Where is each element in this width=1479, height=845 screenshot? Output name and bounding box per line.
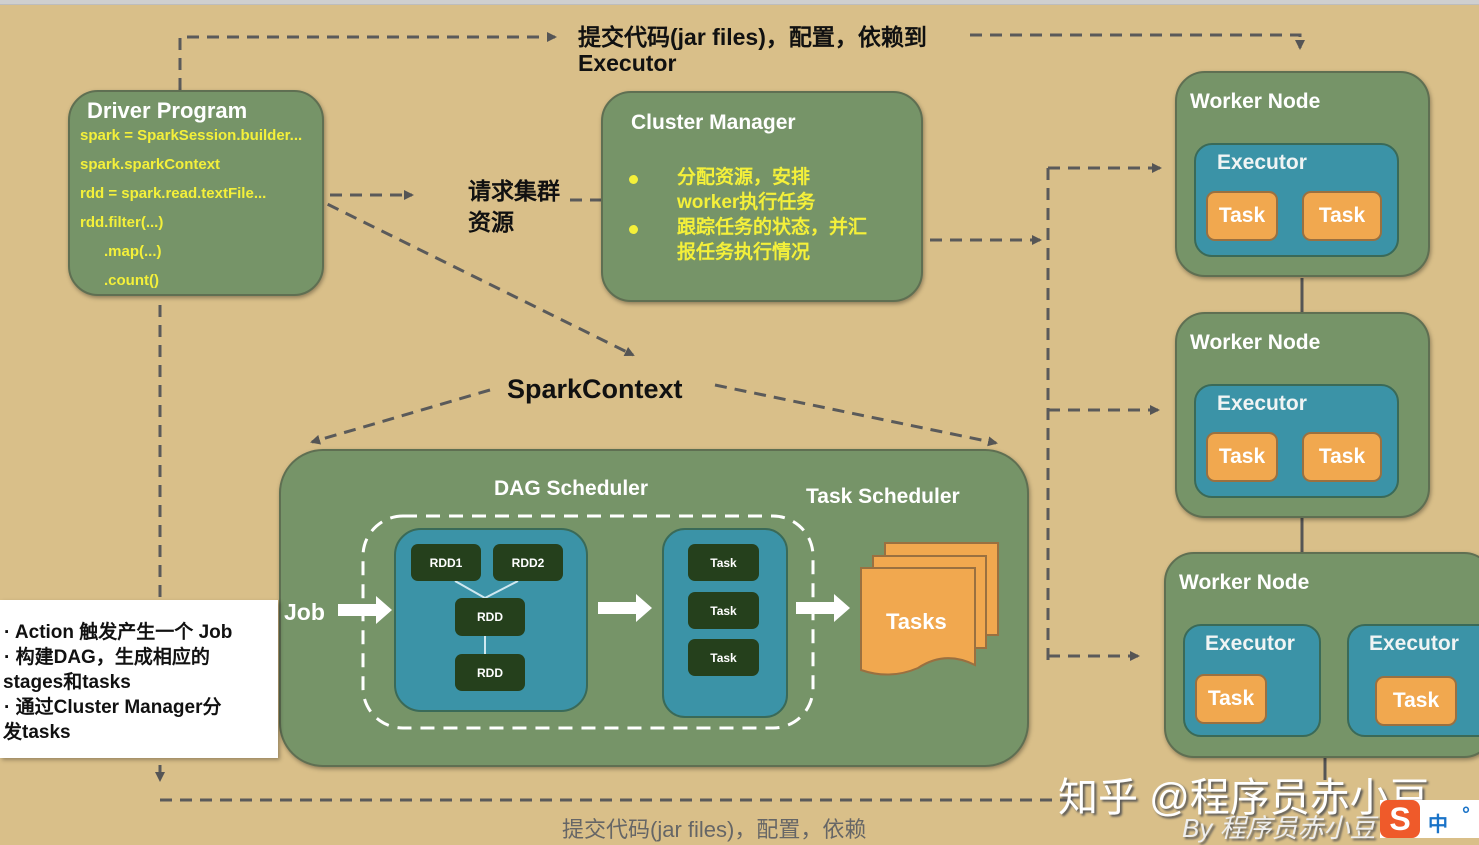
worker-node-title: Worker Node bbox=[1179, 571, 1310, 594]
note-line: · 构建DAG，生成相应的 bbox=[4, 647, 210, 668]
worker-node-3: Worker Node Executor Task Executor Task bbox=[1164, 552, 1479, 758]
task-box: Task bbox=[1195, 674, 1267, 724]
executor-title: Executor bbox=[1369, 632, 1459, 655]
task-box: Task bbox=[1375, 676, 1457, 726]
spark-context-label: SparkContext bbox=[507, 374, 683, 404]
worker-node-1: Worker Node Executor Task Task bbox=[1175, 71, 1430, 277]
bottom-jar-label: 提交代码(jar files)，配置，依赖 bbox=[562, 817, 867, 842]
worker-node-2: Worker Node Executor Task Task bbox=[1175, 312, 1430, 518]
sogou-logo-icon[interactable]: S bbox=[1380, 800, 1420, 838]
note-line: · Action 触发产生一个 Job bbox=[4, 622, 233, 643]
executor-box: Executor Task bbox=[1347, 624, 1479, 737]
code-line: .count() bbox=[104, 272, 159, 289]
top-jar-label: 提交代码(jar files)，配置，依赖到 bbox=[578, 24, 927, 50]
rdd-node: RDD bbox=[455, 598, 525, 636]
cm-item-1: 分配资源，安排 worker执行任务 bbox=[677, 167, 816, 213]
stage-task-node: Task bbox=[688, 544, 759, 581]
code-line: rdd = spark.read.textFile... bbox=[80, 185, 267, 202]
worker-node-title: Worker Node bbox=[1190, 331, 1321, 354]
tasks-stack-label: Tasks bbox=[886, 609, 947, 634]
task-box: Task bbox=[1302, 191, 1382, 241]
bullet-icon bbox=[629, 175, 638, 184]
task-scheduler-title: Task Scheduler bbox=[806, 485, 960, 508]
rdd-node: RDD1 bbox=[411, 544, 481, 581]
note-line: 发tasks bbox=[3, 722, 71, 743]
ime-punct-icon[interactable]: ° bbox=[1462, 804, 1470, 826]
code-line: spark = SparkSession.builder... bbox=[80, 127, 303, 144]
executor-title: Executor bbox=[1205, 632, 1295, 655]
code-line: .map(...) bbox=[104, 243, 162, 260]
notes-box: · Action 触发产生一个 Job · 构建DAG，生成相应的 stages… bbox=[0, 600, 278, 758]
watermark-main: 知乎 @程序员赤小豆 bbox=[1058, 776, 1430, 820]
window-top-border bbox=[0, 0, 1479, 5]
task-box: Task bbox=[1206, 432, 1278, 482]
request-resources-label-line2: 资源 bbox=[468, 209, 514, 235]
executor-box: Executor Task Task bbox=[1194, 384, 1399, 498]
stage-task-node: Task bbox=[688, 592, 759, 629]
rdd-node: RDD2 bbox=[493, 544, 563, 581]
sc-to-task-arrow bbox=[714, 383, 998, 447]
executor-title: Executor bbox=[1217, 151, 1307, 174]
driver-program-title: Driver Program bbox=[87, 98, 248, 123]
job-label: Job bbox=[284, 599, 325, 625]
ime-lang-toggle[interactable]: 中 bbox=[1428, 814, 1448, 836]
top-jar-label-line2: Executor bbox=[578, 50, 677, 76]
driver-to-sparkcontext-arrow bbox=[237, 158, 635, 357]
driver-program-box: Driver Program spark = SparkSession.buil… bbox=[68, 90, 324, 296]
code-line: spark.sparkContext bbox=[80, 156, 221, 173]
worker-node-title: Worker Node bbox=[1190, 90, 1321, 113]
ime-toolbar[interactable]: S 中 ° bbox=[1380, 800, 1479, 838]
task-box: Task bbox=[1206, 191, 1278, 241]
task-box: Task bbox=[1302, 432, 1382, 482]
dag-scheduler-title: DAG Scheduler bbox=[494, 477, 649, 500]
executor-title: Executor bbox=[1217, 392, 1307, 415]
sc-to-dag-arrow bbox=[310, 388, 491, 445]
cluster-manager-title: Cluster Manager bbox=[631, 111, 796, 134]
stage-task-node: Task bbox=[688, 639, 759, 676]
top-jar-line-right bbox=[970, 33, 1305, 50]
cluster-manager-box: Cluster Manager 分配资源，安排 worker执行任务 跟踪任务的… bbox=[601, 91, 923, 302]
note-line: · 通过Cluster Manager分 bbox=[4, 697, 222, 718]
rdd-node: RDD bbox=[455, 654, 525, 691]
executor-box: Executor Task Task bbox=[1194, 143, 1399, 257]
top-jar-arrow bbox=[178, 32, 557, 90]
note-line: stages和tasks bbox=[3, 672, 131, 693]
executor-box: Executor Task bbox=[1183, 624, 1321, 737]
request-resources-label: 请求集群 bbox=[468, 178, 560, 204]
code-line: rdd.filter(...) bbox=[80, 214, 164, 231]
bullet-icon bbox=[629, 225, 638, 234]
cm-item-2: 跟踪任务的状态，并汇 报任务执行情况 bbox=[677, 217, 868, 263]
watermark-sub: By 程序员赤小豆 bbox=[1182, 813, 1376, 843]
